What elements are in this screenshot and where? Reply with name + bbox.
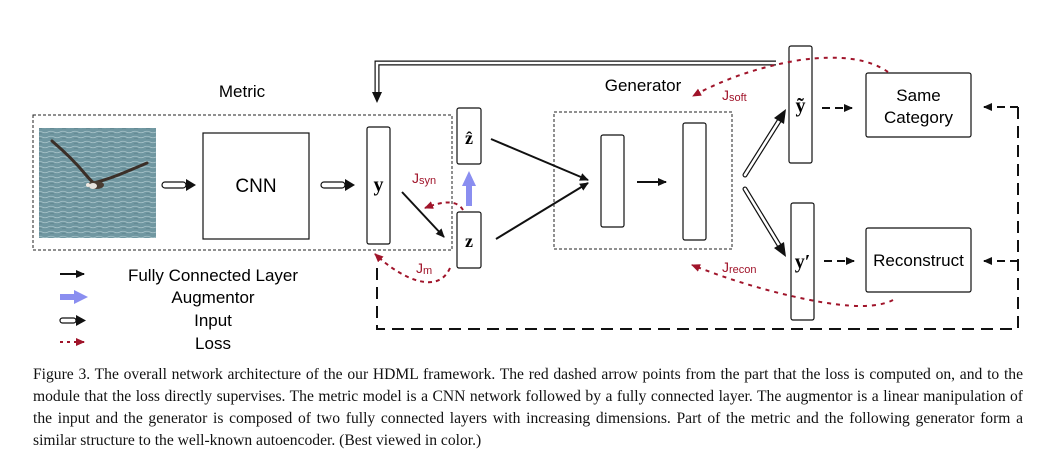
ground-truth-dashed-loop (376, 107, 1019, 330)
loss-label-jrecon: Jrecon (722, 259, 757, 276)
y-embedding-box (366, 126, 391, 245)
figure-caption: Figure 3. The overall network architectu… (33, 366, 1023, 449)
y-tilde-label: ỹ (796, 95, 806, 117)
cnn-box (202, 132, 310, 240)
fc-arrow-zhat-generator (490, 138, 589, 181)
input-arrow-generator-ytilde (742, 109, 786, 178)
legend-augmentor-icon (60, 290, 88, 304)
y-prime-box (790, 202, 815, 321)
z-label: z (465, 231, 473, 251)
legend-input-icon (59, 315, 86, 326)
generator-group-border (553, 111, 733, 250)
loss-label-jsyn: Jsyn (412, 170, 436, 187)
legend-loss-label: Loss (195, 334, 231, 353)
input-arrow-image-cnn (161, 179, 196, 191)
y-label: y (374, 174, 384, 196)
legend-input-label: Input (194, 311, 232, 330)
legend: Fully Connected Layer Augmentor Input Lo… (59, 266, 298, 353)
legend-fc-label: Fully Connected Layer (128, 266, 298, 285)
loss-label-jsoft: Jsoft (722, 87, 747, 104)
input-arrow-generator-yprime (742, 186, 786, 257)
same-category-box (865, 72, 972, 138)
z-hat-box (456, 107, 482, 165)
y-prime-label: y′ (795, 251, 811, 273)
same-category-label-line1: Same (896, 86, 940, 105)
generator-label: Generator (605, 76, 682, 95)
metric-label: Metric (219, 82, 266, 101)
y-tilde-box (788, 45, 813, 164)
loss-arrow-jsyn (424, 201, 464, 211)
loss-arrow-jrecon (691, 264, 894, 307)
architecture-diagram: Metric CNN y ẑ z Jsy (32, 45, 1019, 353)
augmentor-arrow (462, 171, 476, 206)
loss-arrow-jm (374, 253, 451, 284)
loss-arrow-jsoft (692, 56, 889, 97)
legend-augmentor-label: Augmentor (171, 288, 254, 307)
generator-layer-1 (600, 134, 625, 228)
feedback-input-arrow (372, 60, 776, 103)
input-image (39, 128, 156, 238)
reconstruct-box (865, 227, 972, 293)
generator-layer-2 (682, 122, 707, 241)
cnn-label: CNN (235, 176, 276, 197)
z-hat-label: ẑ (465, 128, 473, 148)
fc-arrow-y-z (401, 191, 445, 238)
metric-group-border (32, 114, 453, 251)
same-category-label-line2: Category (884, 108, 953, 127)
loss-label-jm: Jm (416, 260, 432, 277)
reconstruct-label: Reconstruct (873, 251, 964, 270)
fc-arrow-z-generator (495, 182, 589, 240)
z-box (456, 211, 482, 269)
input-arrow-cnn-y (320, 179, 355, 191)
